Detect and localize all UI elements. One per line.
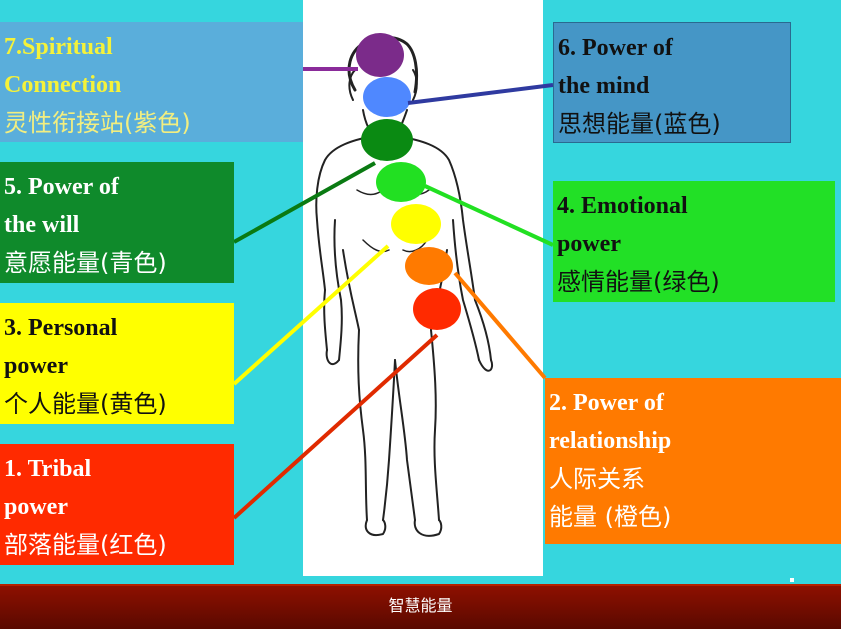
label-box-emotion: 4. Emotional power 感情能量(绿色) (553, 181, 835, 302)
chakra-tribal-circle (413, 288, 461, 330)
label-box-relation: 2. Power of relationship 人际关系 能量 (橙色) (545, 378, 841, 544)
personal-chinese-label: 个人能量(黄色) (4, 390, 167, 418)
corner-mark (790, 578, 794, 582)
chakra-emotion-circle (376, 162, 426, 202)
tribal-chinese-label: 部落能量(红色) (4, 531, 167, 559)
label-box-will: 5. Power of the will 意愿能量(青色) (0, 162, 234, 283)
personal-title-line2: power (4, 353, 68, 379)
will-chinese-label: 意愿能量(青色) (4, 249, 167, 277)
chakra-will-circle (361, 119, 413, 161)
emotion-title-line2: power (557, 231, 621, 257)
crown-chinese-label: 灵性衔接站(紫色) (4, 109, 191, 137)
human-figure-illustration (315, 33, 493, 537)
label-box-personal: 3. Personal power 个人能量(黄色) (0, 303, 234, 424)
chakra-crown-circle (356, 33, 404, 77)
label-box-tribal: 1. Tribal power 部落能量(红色) (0, 444, 234, 565)
tribal-title-line1: 1. Tribal (4, 456, 92, 482)
relation-chinese-label-line2: 能量 (橙色) (549, 503, 672, 531)
crown-title-line2: Connection (4, 72, 122, 98)
relation-title-line1: 2. Power of (549, 390, 664, 416)
chakra-relation-circle (405, 247, 453, 285)
footer-title: 智慧能量 (388, 596, 453, 615)
footer-bar: 智慧能量 (0, 584, 841, 629)
chakra-personal-circle (391, 204, 441, 244)
tribal-title-line2: power (4, 494, 68, 520)
emotion-title-line1: 4. Emotional (557, 193, 688, 219)
will-title-line2: the will (4, 212, 80, 238)
mind-title-line2: the mind (558, 73, 650, 99)
label-box-crown: 7.Spiritual Connection 灵性衔接站(紫色) (0, 22, 303, 142)
personal-title-line1: 3. Personal (4, 315, 118, 341)
relation-title-line2: relationship (549, 428, 672, 454)
will-title-line1: 5. Power of (4, 174, 119, 200)
label-box-mind: 6. Power of the mind 思想能量(蓝色) (553, 22, 791, 143)
relation-chinese-label: 人际关系 (549, 465, 645, 493)
crown-title-line1: 7.Spiritual (4, 34, 113, 60)
chakra-mind-circle (363, 77, 411, 117)
mind-title-line1: 6. Power of (558, 35, 673, 61)
mind-chinese-label: 思想能量(蓝色) (558, 110, 721, 138)
emotion-chinese-label: 感情能量(绿色) (557, 268, 720, 296)
